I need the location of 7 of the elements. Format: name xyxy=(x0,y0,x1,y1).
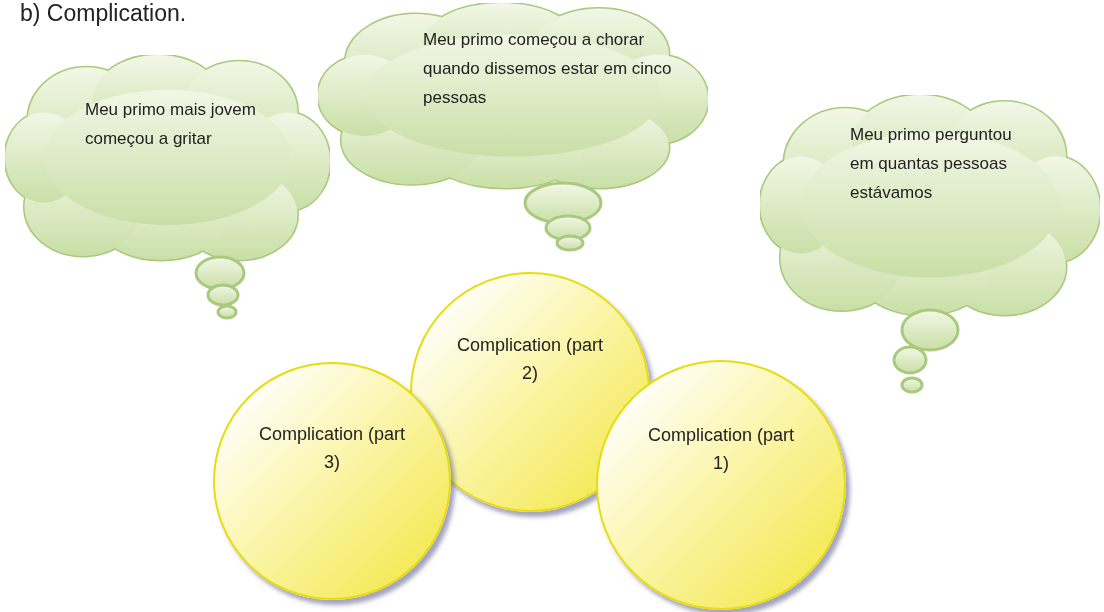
cloud-text: Meu primo perguntou em quantas pessoas estávamos xyxy=(850,124,1013,204)
cloud-text: Meu primo mais jovem começou a gritar xyxy=(85,99,257,150)
circle-text: Complication (part 1) xyxy=(646,424,796,475)
circle-text: Complication (part 2) xyxy=(455,334,605,385)
cloud-text: Meu primo começou a chorar quando dissemos estar em cinco pessoas xyxy=(423,29,673,109)
circle-text: Complication (part 3) xyxy=(257,423,407,474)
heading: b) Complication. xyxy=(20,0,187,26)
